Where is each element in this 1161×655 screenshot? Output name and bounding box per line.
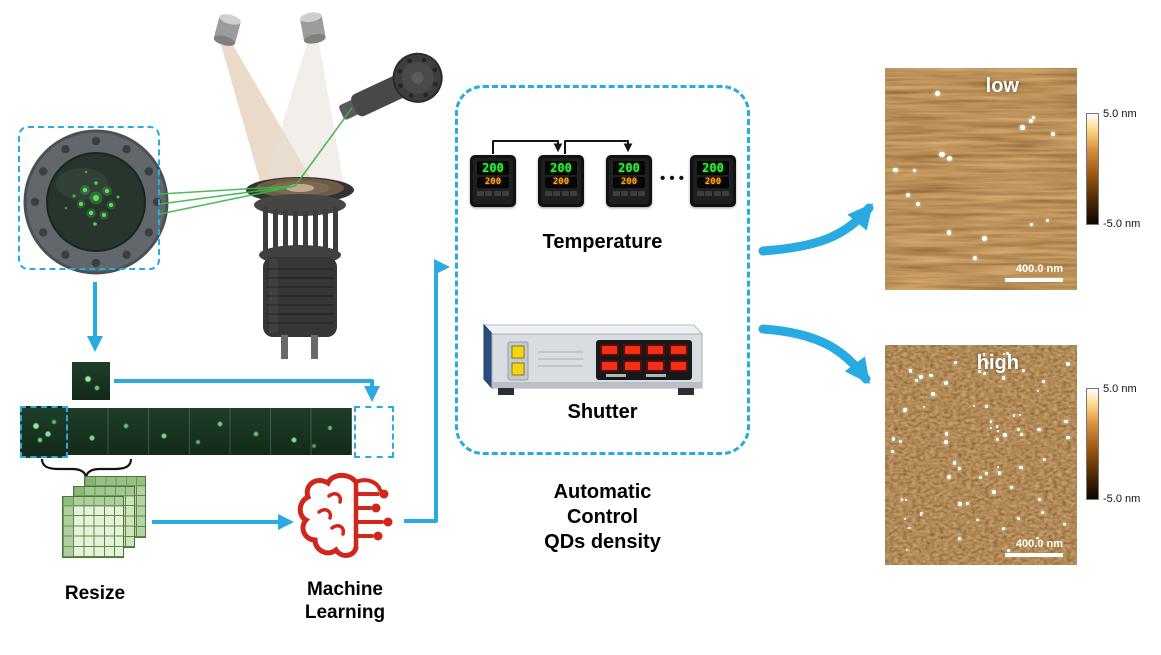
image-strip: [68, 408, 352, 455]
controller-face: 200 200: [609, 158, 649, 204]
shutter-button-1: [511, 345, 525, 359]
arrow-control-to-low: [758, 203, 874, 256]
colorbar-high-min: -5.0 nm: [1103, 493, 1141, 505]
auto-caption-line3: QDs density: [544, 531, 661, 553]
colorbar-low-min: -5.0 nm: [1103, 218, 1141, 230]
shutter-led-displays: [600, 344, 688, 377]
scalebar-low: [1005, 278, 1063, 282]
rheed-gun: [339, 52, 443, 120]
auto-caption-line2: Control: [566, 506, 639, 528]
temperature-label: Temperature: [542, 231, 663, 253]
ml-label-line1: Machine: [306, 579, 384, 600]
rheed-pattern-dots: [64, 170, 120, 226]
strip-empty-slot: [354, 406, 394, 458]
brace: [40, 458, 133, 478]
controller-ellipsis: • • •: [659, 170, 685, 187]
arrow-crop-to-strip: [114, 379, 380, 402]
controller-sv-display: 200: [697, 177, 729, 188]
controller-pv-display: 200: [697, 161, 729, 175]
shutter-instrument: [482, 323, 704, 395]
arrow-control-to-high: [758, 324, 871, 385]
resize-grid-front: [62, 496, 124, 558]
shutter-button-2: [511, 362, 525, 376]
circuit-nodes: [371, 489, 393, 541]
scalebar-label-low: 400.0 nm: [1015, 263, 1063, 275]
afm-image-high: high 400.0 nm: [885, 345, 1077, 565]
scalebar-high: [1005, 553, 1063, 557]
viewport-window: [23, 129, 169, 275]
flange-bolt-holes: [30, 136, 162, 268]
auto-caption-line1: Automatic: [553, 481, 652, 503]
temperature-controller-4: 200 200: [690, 155, 736, 207]
effusion-beam-right: [263, 43, 345, 191]
shutter-label: Shutter: [567, 401, 638, 423]
controller-pv-display: 200: [545, 161, 577, 175]
colorbar-low-max: 5.0 nm: [1103, 108, 1137, 120]
controller-sv-display: 200: [613, 177, 645, 188]
substrate-manipulator: [246, 177, 354, 359]
controller-pv-display: 200: [477, 161, 509, 175]
afm-image-low: low 400.0 nm: [885, 68, 1077, 290]
colorbar-high-max: 5.0 nm: [1103, 383, 1137, 395]
afm-texture-low: [885, 68, 1077, 290]
controller-sv-display: 200: [545, 177, 577, 188]
controller-face: 200 200: [693, 158, 733, 204]
scalebar-label-high: 400.0 nm: [1015, 538, 1063, 550]
cropped-patch: [72, 362, 110, 400]
effusion-cell-right: [300, 12, 326, 44]
viewport-selection-box: [18, 126, 160, 270]
temperature-controller-2: 200 200: [538, 155, 584, 207]
controller-buttons: [545, 191, 577, 196]
controller-buttons: [477, 191, 509, 196]
control-group-box: [455, 85, 750, 455]
density-label-high: high: [976, 352, 1019, 374]
controller-sv-display: 200: [477, 177, 509, 188]
effusion-cell-left: [213, 14, 241, 46]
machine-learning-brain-icon: [297, 472, 393, 558]
controller-buttons: [697, 191, 729, 196]
temperature-controller-1: 200 200: [470, 155, 516, 207]
afm-texture-high: [885, 345, 1077, 565]
shutter-display-panel: [596, 340, 692, 380]
colorbar-high: [1086, 388, 1099, 500]
colorbar-low: [1086, 113, 1099, 225]
temperature-controller-3: 200 200: [606, 155, 652, 207]
ml-label-line2: Learning: [304, 602, 386, 623]
ml-label: Machine Learning: [280, 578, 410, 624]
controller-face: 200 200: [473, 158, 513, 204]
mbe-chamber-illustration: [213, 12, 443, 359]
controller-pv-display: 200: [613, 161, 645, 175]
strip-selected-patch: [20, 406, 68, 458]
controller-face: 200 200: [541, 158, 581, 204]
resize-label: Resize: [64, 583, 126, 604]
auto-control-caption: Automatic Control QDs density: [455, 480, 750, 555]
density-label-low: low: [985, 75, 1019, 97]
controller-buttons: [613, 191, 645, 196]
